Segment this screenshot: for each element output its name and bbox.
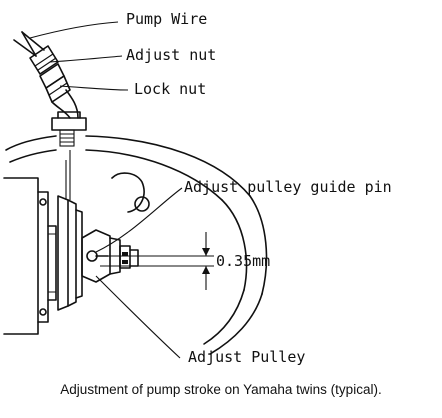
pump-body <box>3 177 57 335</box>
clearance-dimension <box>100 232 214 290</box>
cable-sleeve <box>51 89 79 119</box>
pump-wire-cable <box>13 31 45 57</box>
adjust-nut-label: Adjust nut <box>126 46 216 64</box>
leader-lines <box>29 21 183 359</box>
mounting-boss <box>111 172 150 213</box>
pump-cover <box>5 135 268 355</box>
cable-fitting <box>51 111 87 147</box>
pump-wire-label: Pump Wire <box>126 10 207 28</box>
guide-pin-label: Adjust pulley guide pin <box>184 178 392 196</box>
adjust-nut <box>29 45 59 75</box>
lock-nut-label: Lock nut <box>134 80 206 98</box>
adjust-pulley <box>57 150 83 311</box>
figure-caption: Adjustment of pump stroke on Yamaha twin… <box>60 382 381 397</box>
lock-nut <box>39 63 71 103</box>
adjust-pulley-label: Adjust Pulley <box>188 348 305 366</box>
clearance-label: 0.35mm <box>216 252 270 270</box>
